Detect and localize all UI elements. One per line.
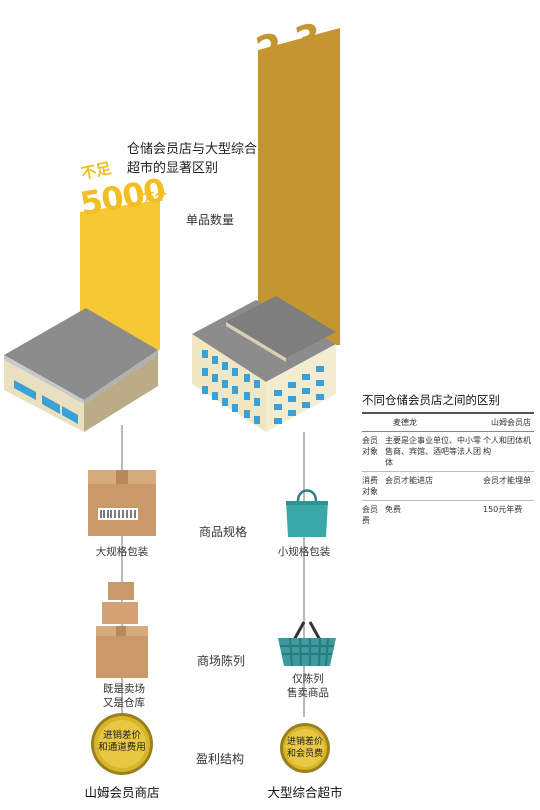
- shopping-basket-icon: [278, 621, 336, 667]
- table-cell: 会员才能进店: [385, 475, 433, 485]
- table-header-row: 麦德龙 山姆会员店: [362, 414, 534, 432]
- category-display: 商场陈列: [197, 654, 246, 668]
- table-row: 会员对象 主要是企事业单位、中小零售商、宾馆、酒吧等法人团体 个人和团体机构: [362, 432, 534, 472]
- left-store-name: 山姆会员商店: [84, 785, 160, 800]
- left-spec-label: 大规格包装: [95, 546, 149, 558]
- table-cell: 会员费: [362, 504, 378, 525]
- supermarket-building-icon: [192, 296, 336, 432]
- right-connector-line: [303, 432, 305, 717]
- title-line-1: 仓储会员店与大型综合: [127, 142, 258, 157]
- category-item-count: 单品数量: [186, 213, 235, 227]
- right-display-line-2: 售卖商品: [287, 687, 329, 699]
- table-cell: 消费对象: [362, 475, 378, 496]
- category-profit: 盈利结构: [196, 752, 245, 766]
- table-header-cell: [362, 417, 385, 428]
- left-profit-label: 进销差价 和通道费用: [90, 730, 154, 754]
- table-title: 不同仓储会员店之间的区别: [362, 393, 500, 407]
- comparison-table: 不同仓储会员店之间的区别 麦德龙 山姆会员店 会员对象 主要是企事业单位、中小零…: [362, 392, 534, 529]
- left-profit-line-1: 进销差价: [102, 730, 141, 741]
- table-cell: 个人和团体机构: [483, 435, 531, 456]
- right-store-name: 大型综合超市: [267, 785, 343, 800]
- table-cell: 150元年费: [483, 504, 523, 514]
- table-cell: 会员才能埋单: [483, 475, 531, 485]
- right-spec-label: 小规格包装: [277, 546, 331, 558]
- diagram-title: 仓储会员店与大型综合 超市的显著区别: [127, 140, 257, 178]
- stacked-boxes-icon: [96, 582, 148, 678]
- table-cell: 会员对象: [362, 435, 378, 456]
- right-coin-icon: [280, 723, 330, 773]
- table-top-rule: [362, 412, 534, 414]
- cardboard-box-icon: [88, 470, 156, 536]
- right-display-line-1: 仅陈列: [292, 673, 324, 685]
- table-header-cell: 麦德龙: [393, 417, 417, 427]
- table-cell: 主要是企事业单位、中小零售商、宾馆、酒吧等法人团体: [385, 435, 481, 467]
- right-profit-line-2: 和会员费: [286, 749, 323, 759]
- title-line-2: 超市的显著区别: [127, 161, 219, 176]
- table-row: 会员费 免费 150元年费: [362, 501, 534, 529]
- left-display-label: 既是卖场 又是仓库: [84, 682, 164, 710]
- left-coin-icon: [91, 713, 153, 775]
- left-profit-line-2: 和通道费用: [98, 742, 146, 753]
- left-connector-line: [121, 425, 123, 715]
- right-profit-label: 进销差价 和会员费: [279, 736, 331, 760]
- warehouse-building-icon: [4, 308, 158, 432]
- right-display-label: 仅陈列 售卖商品: [268, 672, 348, 700]
- table-row: 消费对象 会员才能进店 会员才能埋单: [362, 472, 534, 501]
- left-display-line-2: 又是仓库: [103, 697, 145, 709]
- category-spec: 商品规格: [199, 525, 248, 539]
- table-cell: 免费: [385, 504, 401, 514]
- shopping-bag-icon: [286, 489, 328, 537]
- left-display-line-1: 既是卖场: [103, 683, 145, 695]
- right-profit-line-1: 进销差价: [286, 737, 323, 747]
- table-header-cell: 山姆会员店: [491, 417, 531, 427]
